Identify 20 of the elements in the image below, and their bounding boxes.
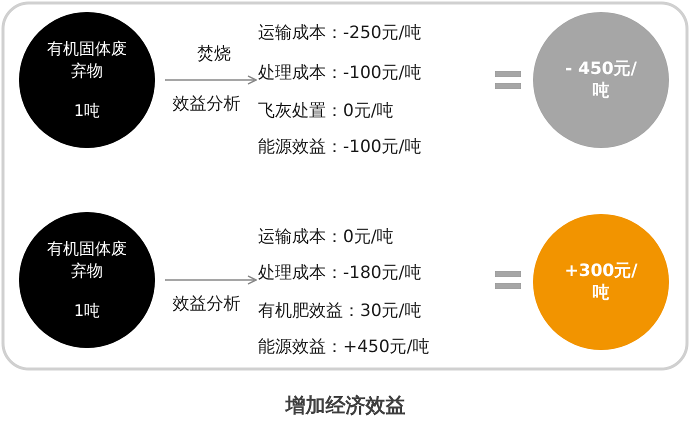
cost-item: 处理成本：-180元/吨	[258, 262, 422, 284]
cost-item: 能源效益：+450元/吨	[258, 336, 430, 358]
cost-item: 运输成本：-250元/吨	[258, 22, 422, 44]
edge-label: 效益分析	[172, 293, 240, 315]
cost-item: 能源效益：-100元/吨	[258, 136, 422, 158]
cost-item: 飞灰处置：0元/吨	[258, 100, 394, 122]
edge-label: 效益分析	[172, 93, 240, 115]
result-value: - 450元/吨	[564, 58, 638, 102]
cost-item: 处理成本：-100元/吨	[258, 62, 422, 84]
arrow	[165, 275, 257, 285]
arrow	[165, 75, 257, 85]
material-label: 有机固体废弃物	[46, 38, 128, 82]
cost-item: 运输成本：0元/吨	[258, 226, 394, 248]
material-label: 有机固体废弃物	[46, 238, 128, 282]
result-value: +300元/吨	[564, 260, 638, 304]
quantity-label: 1吨	[74, 100, 100, 122]
cost-item: 有机肥效益：30元/吨	[258, 300, 422, 322]
caption: 增加经济效益	[284, 392, 406, 419]
quantity-label: 1吨	[74, 300, 100, 322]
process-label: 焚烧	[197, 43, 231, 65]
